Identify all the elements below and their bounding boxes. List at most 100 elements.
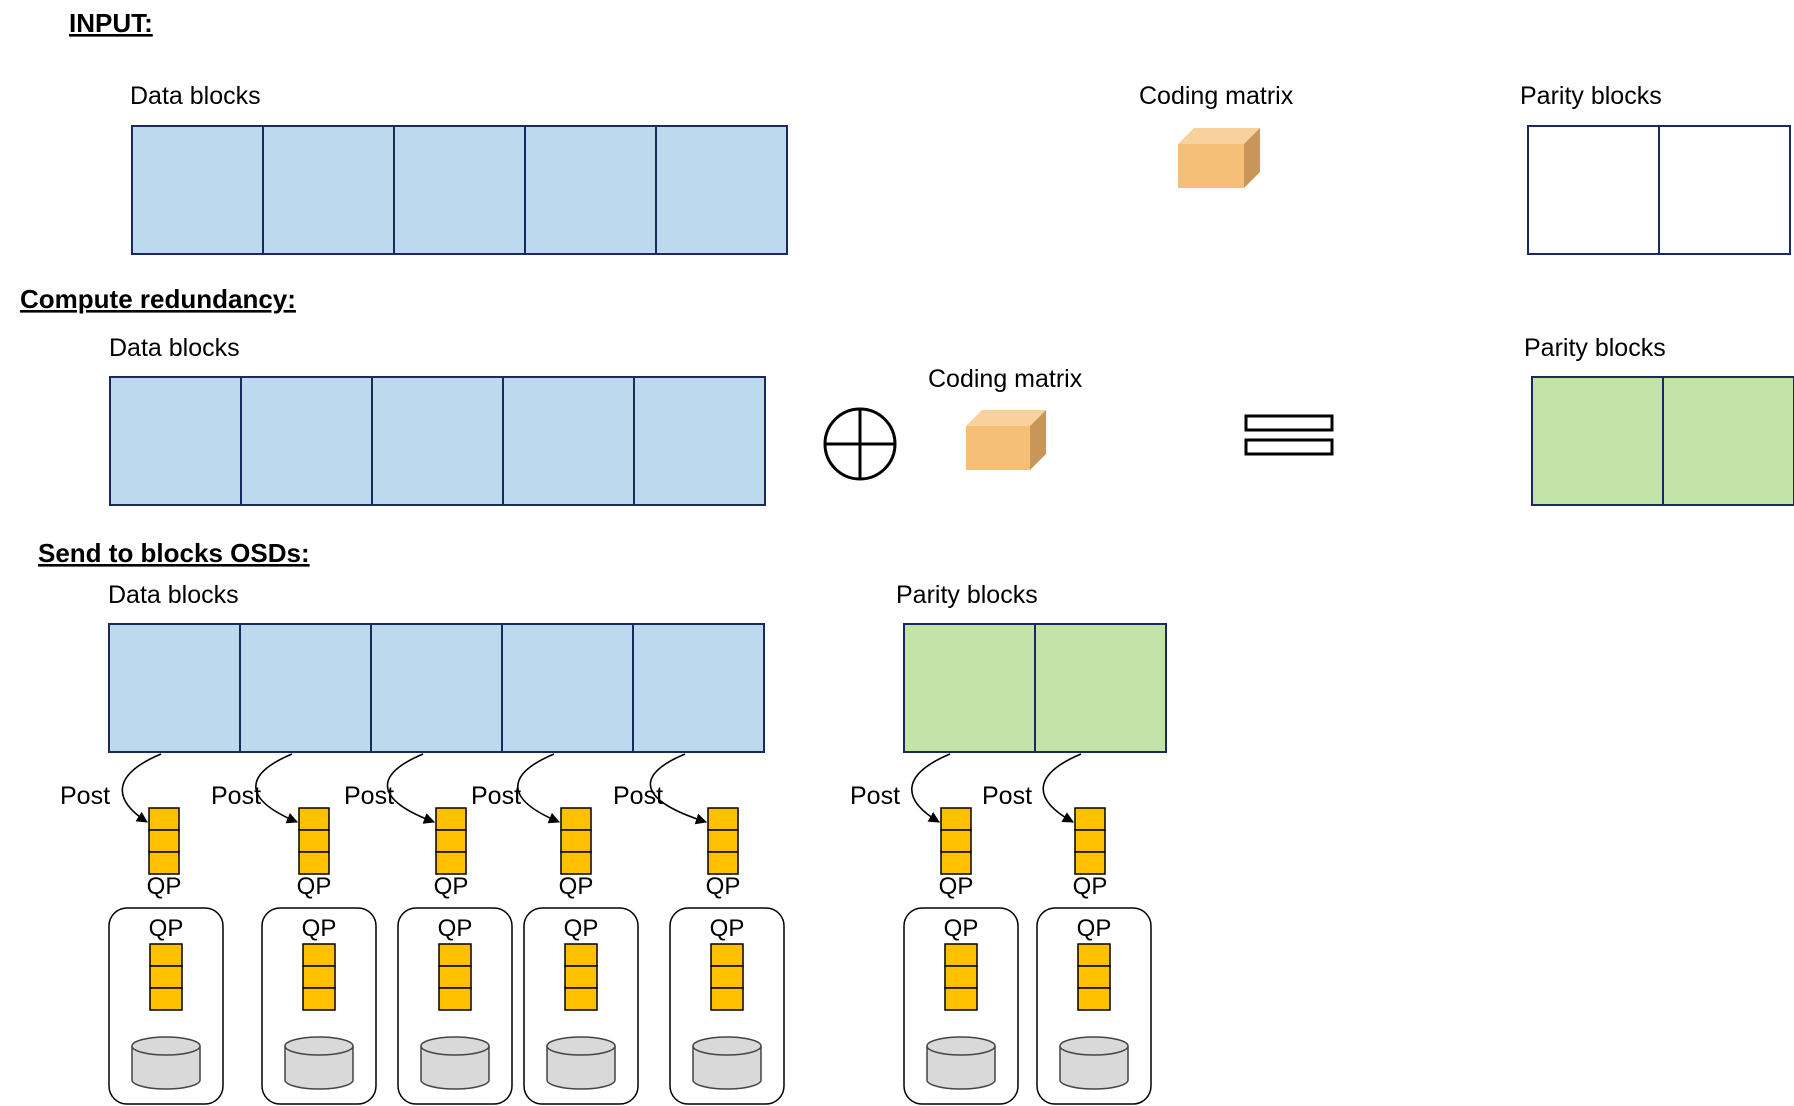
osd-qp-label: QP	[710, 915, 745, 942]
osd-qp-label: QP	[438, 915, 473, 942]
post-label: Post	[613, 782, 663, 810]
qp-label: QP	[1073, 873, 1108, 900]
osd-box: QP	[903, 907, 1019, 1105]
equals-icon	[1244, 414, 1334, 456]
send-parity-blocks-label: Parity blocks	[896, 581, 1038, 609]
queue-pair-icon	[298, 807, 330, 875]
send-section: Send to blocks OSDs: Data blocks Parity …	[38, 538, 1167, 1105]
qp-label: QP	[939, 873, 974, 900]
post-arrow-icon	[386, 753, 436, 824]
input-parity-blocks	[1527, 125, 1791, 255]
data-block-2	[262, 125, 395, 255]
queue-pair-icon	[438, 943, 472, 1011]
post-label: Post	[982, 782, 1032, 810]
parity-block-1	[903, 623, 1036, 753]
post-arrow-icon	[255, 753, 299, 824]
coding-matrix-cube-icon	[966, 410, 1046, 470]
osd-qp-label: QP	[302, 915, 337, 942]
data-block-2	[239, 623, 372, 753]
queue-pair-icon	[560, 807, 592, 875]
input-section: INPUT: Data blocks Coding matrix Parity …	[69, 8, 1791, 255]
post-arrow-icon	[1042, 753, 1082, 823]
post-arrow-icon	[649, 753, 708, 825]
send-parity-blocks	[903, 623, 1167, 753]
queue-pair-icon	[944, 943, 978, 1011]
post-arrow-icon	[911, 753, 951, 823]
queue-pair-icon	[302, 943, 336, 1011]
compute-parity-blocks-label: Parity blocks	[1524, 334, 1666, 362]
osd-box: QP	[397, 907, 513, 1105]
post-label: Post	[850, 782, 900, 810]
compute-data-blocks	[109, 376, 766, 506]
data-block-4	[502, 376, 635, 506]
input-data-blocks	[131, 125, 788, 255]
send-heading: Send to blocks OSDs:	[38, 538, 310, 568]
disk-icon	[284, 1036, 354, 1090]
data-block-4	[501, 623, 634, 753]
queue-pair-icon	[564, 943, 598, 1011]
disk-icon	[420, 1036, 490, 1090]
queue-pair-icon	[940, 807, 972, 875]
queue-pair-icon	[1074, 807, 1106, 875]
compute-section: Compute redundancy: Data blocks Coding m…	[20, 284, 1794, 506]
parity-block-2	[1658, 125, 1791, 255]
compute-data-blocks-label: Data blocks	[109, 334, 240, 362]
parity-block-2	[1662, 376, 1794, 506]
compute-parity-blocks	[1531, 376, 1794, 506]
qp-label: QP	[147, 873, 182, 900]
qp-label: QP	[706, 873, 741, 900]
send-data-blocks	[108, 623, 765, 753]
data-block-3	[371, 376, 504, 506]
parity-block-1	[1531, 376, 1664, 506]
data-block-3	[393, 125, 526, 255]
input-heading: INPUT:	[69, 8, 153, 38]
osd-box: QP	[669, 907, 785, 1105]
qp-label: QP	[297, 873, 332, 900]
queue-pair-icon	[435, 807, 467, 875]
disk-icon	[131, 1036, 201, 1090]
data-block-2	[240, 376, 373, 506]
osd-box: QP	[261, 907, 377, 1105]
osd-qp-label: QP	[1077, 915, 1112, 942]
osd-qp-label: QP	[149, 915, 184, 942]
disk-icon	[692, 1036, 762, 1090]
send-data-blocks-label: Data blocks	[108, 581, 239, 609]
data-block-1	[131, 125, 264, 255]
data-block-5	[632, 623, 765, 753]
compute-heading: Compute redundancy:	[20, 284, 296, 314]
queue-pair-icon	[148, 807, 180, 875]
data-block-3	[370, 623, 503, 753]
parity-block-1	[1527, 125, 1660, 255]
post-arrow-icon	[121, 753, 162, 823]
input-coding-matrix-label: Coding matrix	[1139, 82, 1294, 110]
disk-icon	[1059, 1036, 1129, 1090]
qp-label: QP	[559, 873, 594, 900]
post-label: Post	[60, 782, 110, 810]
disk-icon	[926, 1036, 996, 1090]
disk-icon	[546, 1036, 616, 1090]
osd-box: QP	[523, 907, 639, 1105]
input-data-blocks-label: Data blocks	[130, 82, 261, 110]
data-block-5	[633, 376, 766, 506]
coding-matrix-cube-icon	[1178, 128, 1260, 188]
queue-pair-icon	[149, 943, 183, 1011]
data-block-1	[109, 376, 242, 506]
data-block-1	[108, 623, 241, 753]
data-block-5	[655, 125, 788, 255]
osd-box: QP	[108, 907, 224, 1105]
parity-block-2	[1034, 623, 1167, 753]
osd-qp-label: QP	[944, 915, 979, 942]
osd-box: QP	[1036, 907, 1152, 1105]
compute-coding-matrix-label: Coding matrix	[928, 365, 1083, 393]
queue-pair-icon	[707, 807, 739, 875]
post-label: Post	[211, 782, 261, 810]
